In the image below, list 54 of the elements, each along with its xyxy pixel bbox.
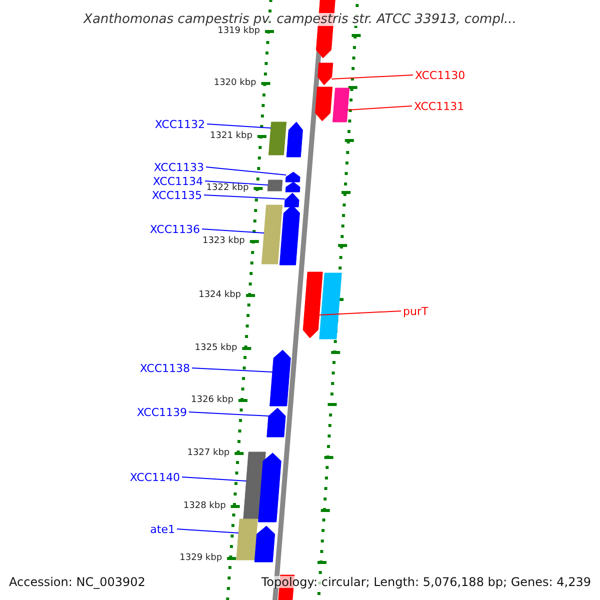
gene-label: XCC1140 xyxy=(130,472,180,482)
leader-line xyxy=(188,412,269,416)
tick-label: 1320 kbp xyxy=(214,78,256,88)
sequence-info-text: Topology: circular; Length: 5,076,188 bp; Genes: 4,239 xyxy=(261,576,591,588)
gene-feature xyxy=(266,408,286,438)
leader-line xyxy=(202,228,265,234)
tick-label: 1326 kbp xyxy=(191,396,234,404)
gene-block xyxy=(268,122,287,156)
leader-line xyxy=(176,528,239,534)
leader-line xyxy=(204,180,269,186)
tick-label: 1319 kbp xyxy=(218,26,260,36)
gene-label: XCC1139 xyxy=(136,406,187,418)
gene-feature xyxy=(285,172,300,182)
gene-label: XCC1138 xyxy=(140,362,190,374)
leader-line xyxy=(331,74,414,80)
leader-line xyxy=(206,124,272,128)
gene-block xyxy=(267,180,283,192)
leader-line xyxy=(318,310,402,316)
gene-label: XCC1135 xyxy=(152,190,202,200)
gene-block xyxy=(319,272,342,340)
tick-label: 1325 kbp xyxy=(194,344,238,352)
gene-feature xyxy=(286,122,303,158)
gene-feature xyxy=(258,452,282,522)
tick-label: 1321 kbp xyxy=(210,132,252,140)
gene-label: XCC1134 xyxy=(152,176,203,186)
gene-label: XCC1131 xyxy=(414,100,464,112)
gene-label: ate1 xyxy=(150,524,175,534)
leader-line xyxy=(204,194,286,200)
leader-line xyxy=(192,368,273,372)
gene-label: XCC1136 xyxy=(150,224,200,234)
gene-block xyxy=(261,204,283,264)
tick-label: 1322 kbp xyxy=(206,184,249,192)
leader-line xyxy=(347,106,412,110)
gene-feature xyxy=(315,86,333,122)
gene-feature xyxy=(284,192,300,208)
tick-label: 1328 kbp xyxy=(183,502,226,510)
tick-label: 1329 kbp xyxy=(180,554,222,562)
title: Xanthomonas campestris pv. campestris str. ATCC 33913, compl... xyxy=(84,12,516,26)
gene-feature xyxy=(254,526,276,562)
tick-label: 1323 kbp xyxy=(202,236,245,246)
gene-block xyxy=(332,88,350,122)
gene-block xyxy=(236,518,258,560)
gene-label: XCC1133 xyxy=(154,162,204,172)
tick-label: 1327 kbp xyxy=(187,448,230,458)
gene-label: XCC1132 xyxy=(154,118,205,130)
accession-text: Accession: NC_003902 xyxy=(9,576,146,588)
leader-line xyxy=(206,166,287,176)
gene-label: XCC1130 xyxy=(415,70,466,80)
leader-line xyxy=(182,476,247,482)
gene-label: purT xyxy=(403,306,428,316)
gene-feature xyxy=(302,272,323,338)
tick-label: 1324 kbp xyxy=(198,290,241,300)
gene-feature xyxy=(318,62,334,86)
gene-feature xyxy=(285,182,300,192)
